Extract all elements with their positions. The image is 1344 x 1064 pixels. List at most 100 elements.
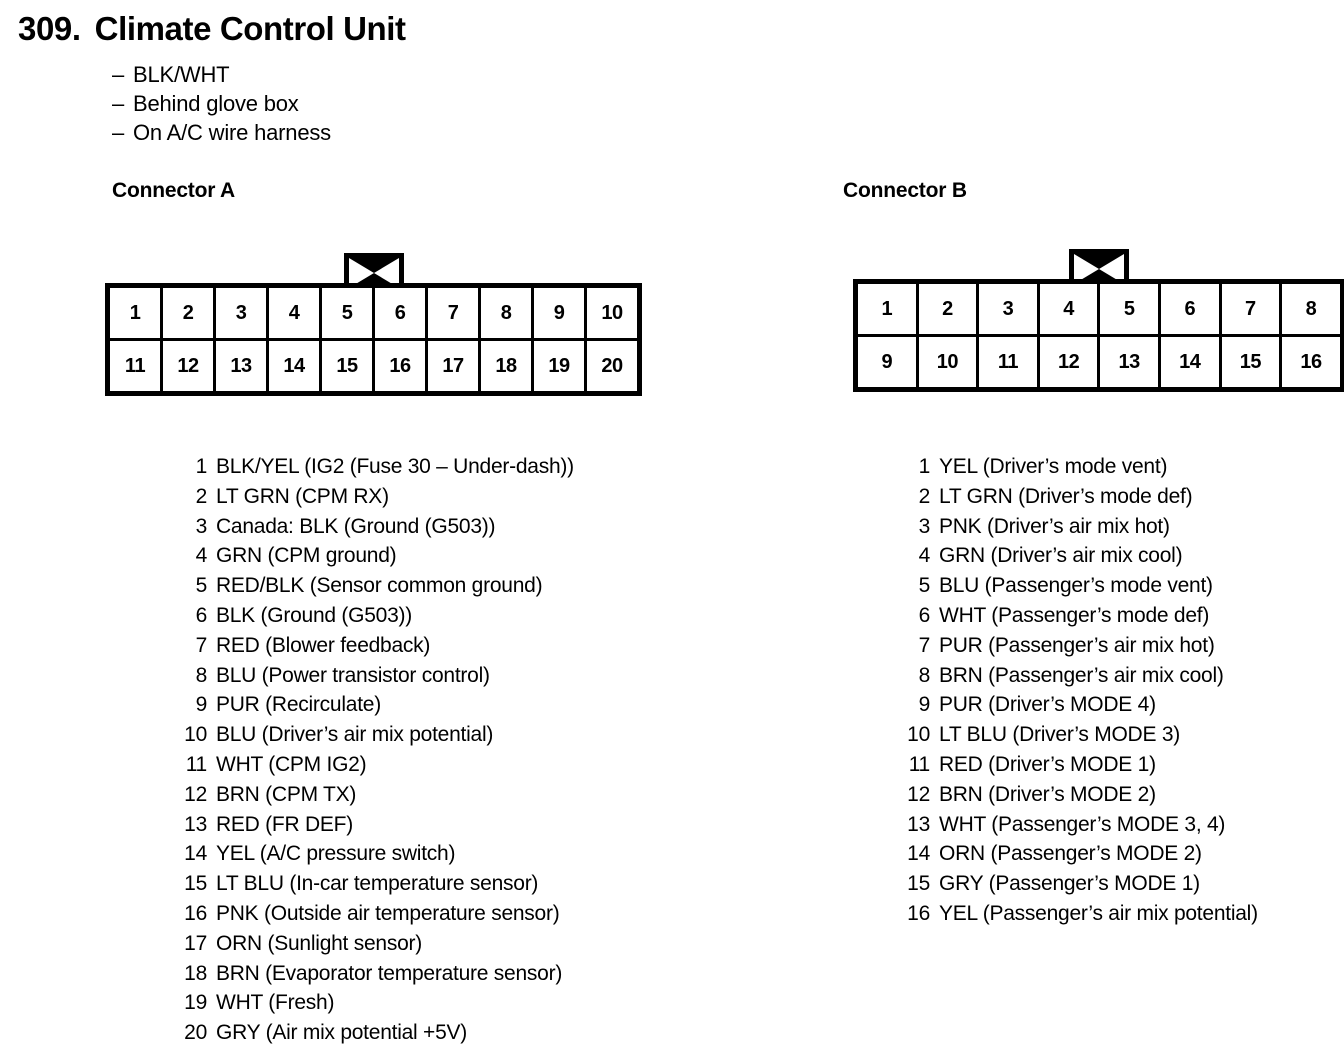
pin-number: 2 (918, 484, 931, 508)
pin-cell[interactable]: 7 (1221, 284, 1280, 334)
pin-cell[interactable]: 15 (1221, 337, 1280, 387)
pin-cell[interactable]: 13 (1100, 337, 1158, 387)
pin-number: 6 (195, 603, 208, 627)
pin-cell[interactable]: 20 (587, 341, 637, 391)
pin-cell[interactable]: 12 (163, 341, 213, 391)
subtitle-text: On A/C wire harness (133, 120, 331, 145)
pin-number: 5 (195, 574, 208, 598)
pin-number: 3 (918, 514, 931, 538)
pin-description: BRN (Evaporator temperature sensor) (216, 961, 563, 985)
pin-description: WHT (CPM IG2) (216, 752, 367, 776)
pin-cell[interactable]: 6 (1160, 284, 1219, 334)
pin-description: LT GRN (CPM RX) (216, 484, 389, 508)
pin-description: ORN (Passenger’s MODE 2) (939, 842, 1202, 866)
pin-description: GRN (CPM ground) (216, 544, 397, 568)
pin-list-item: 9 PUR (Recirculate) (180, 690, 574, 720)
pin-description: RED (FR DEF) (216, 812, 353, 836)
pin-number: 20 (184, 1021, 207, 1045)
pin-number: 6 (918, 603, 931, 627)
pin-cell[interactable]: 15 (322, 341, 372, 391)
pin-cell[interactable]: 9 (534, 288, 584, 338)
pin-number: 10 (184, 723, 207, 747)
pin-number: 12 (184, 782, 207, 806)
pin-description: BLU (Power transistor control) (216, 663, 490, 687)
pin-number: 14 (907, 842, 930, 866)
pin-cell[interactable]: 8 (481, 288, 531, 338)
pin-cell[interactable]: 2 (918, 284, 977, 334)
pin-cell[interactable]: 16 (1282, 337, 1340, 387)
pin-number: 9 (195, 693, 208, 717)
subtitle-text: BLK/WHT (133, 62, 230, 87)
pin-cell[interactable]: 16 (375, 341, 425, 391)
pin-cell[interactable]: 14 (1160, 337, 1219, 387)
pin-cell[interactable]: 1 (110, 288, 160, 338)
pin-list-item: 10 BLU (Driver’s air mix potential) (180, 720, 574, 750)
bullet-dash-icon: – (112, 91, 125, 116)
pin-number: 12 (907, 782, 930, 806)
pin-description: LT BLU (In-car temperature sensor) (216, 872, 539, 896)
pin-cell[interactable]: 4 (1039, 284, 1098, 334)
pin-number: 13 (907, 812, 930, 836)
pin-description: PUR (Passenger’s air mix hot) (939, 633, 1215, 657)
pin-cell[interactable]: 6 (375, 288, 425, 338)
bullet-dash-icon: – (112, 120, 125, 145)
pin-cell[interactable]: 14 (269, 341, 319, 391)
pin-cell[interactable]: 13 (216, 341, 266, 391)
pin-list-item: 2 LT GRN (Driver’s mode def) (903, 482, 1258, 512)
pin-cell[interactable]: 17 (428, 341, 478, 391)
pin-number: 1 (195, 455, 208, 478)
pin-cell[interactable]: 1 (858, 284, 916, 334)
pin-description: PUR (Recirculate) (216, 693, 381, 717)
pin-number: 15 (907, 872, 930, 896)
pin-number: 10 (907, 723, 930, 747)
pin-cell[interactable]: 12 (1039, 337, 1098, 387)
pin-cell[interactable]: 9 (858, 337, 916, 387)
pin-cell[interactable]: 8 (1282, 284, 1340, 334)
pin-cell[interactable]: 11 (979, 337, 1037, 387)
pin-cell[interactable]: 4 (269, 288, 319, 338)
pin-description: RED (Blower feedback) (216, 633, 431, 657)
pin-cell[interactable]: 2 (163, 288, 213, 338)
pin-cell[interactable]: 10 (918, 337, 977, 387)
page-title: 309.Climate Control Unit (18, 10, 406, 48)
pin-cell[interactable]: 19 (534, 341, 584, 391)
bowtie-icon (1073, 254, 1124, 284)
pin-description: WHT (Passenger’s mode def) (939, 603, 1210, 627)
pin-cell[interactable]: 18 (481, 341, 531, 391)
pin-cell[interactable]: 7 (428, 288, 478, 338)
pin-cell[interactable]: 5 (1100, 284, 1158, 334)
pin-description: BLU (Driver’s air mix potential) (216, 723, 494, 747)
pin-number: 7 (195, 633, 208, 657)
pin-cell[interactable]: 3 (216, 288, 266, 338)
pin-number: 17 (184, 931, 207, 955)
pin-cell[interactable]: 11 (110, 341, 160, 391)
subtitle-line: –BLK/WHT (112, 60, 331, 89)
pin-cell[interactable]: 5 (322, 288, 372, 338)
pin-cell[interactable]: 10 (587, 288, 637, 338)
pin-cell[interactable]: 3 (979, 284, 1037, 334)
pin-description: LT GRN (Driver’s mode def) (939, 484, 1193, 508)
